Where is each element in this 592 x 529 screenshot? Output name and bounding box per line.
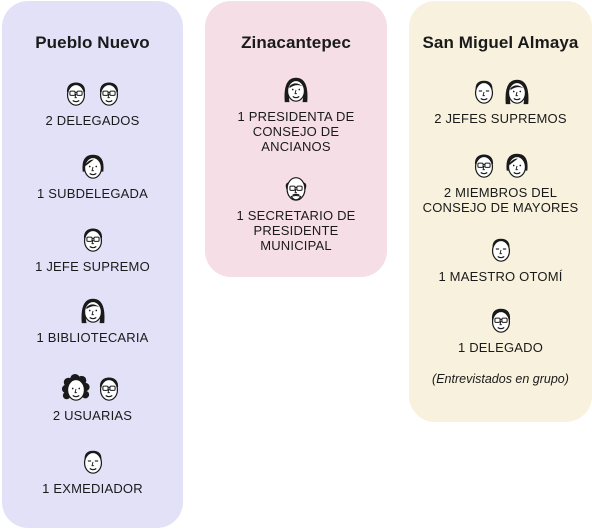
woman-bob-icon	[502, 149, 532, 181]
woman-long-hair-icon	[502, 75, 532, 107]
group-jefe-supremo: 1 JEFE SUPREMO	[2, 223, 183, 274]
woman-long-hair-icon	[78, 294, 108, 326]
group-label: 2 USUARIAS	[52, 408, 133, 423]
woman-curly-hair-icon	[61, 372, 91, 404]
group-maestro-otomi: 1 MAESTRO OTOMÍ	[409, 233, 592, 284]
group-label: 1 BIBLIOTECARIA	[36, 330, 149, 345]
group-usuarias: 2 USUARIAS	[2, 372, 183, 423]
group-bibliotecaria: 1 BIBLIOTECARIA	[2, 294, 183, 345]
man-short-hair-icon	[78, 445, 108, 477]
group-interview-note: (Entrevistados en grupo)	[432, 372, 569, 386]
group-label: 2 JEFES SUPREMOS	[434, 111, 567, 126]
man-glasses-icon	[469, 149, 499, 181]
group-label: 1 EXMEDIADOR	[42, 481, 143, 496]
group-subdelegada: 1 SUBDELEGADA	[2, 150, 183, 201]
group-delegados: 2 DELEGADOS	[2, 77, 183, 128]
group-label: 1 SECRETARIO DE PRESIDENTE MUNICIPAL	[236, 208, 356, 253]
group-label: 1 MAESTRO OTOMÍ	[438, 269, 563, 284]
group-label: 1 PRESIDENTA DE CONSEJO DE ANCIANOS	[237, 109, 355, 154]
group-label: 2 DELEGADOS	[45, 113, 140, 128]
card-title: San Miguel Almaya	[422, 33, 579, 52]
card-title: Pueblo Nuevo	[35, 33, 150, 52]
group-label: 1 SUBDELEGADA	[37, 186, 148, 201]
card-zinacantepec: Zinacantepec 1 PRESIDENTA DE CONSEJO DE …	[205, 1, 387, 277]
card-pueblo-nuevo: Pueblo Nuevo 2 DELEGADOS 1 SUBDELEGADA	[2, 1, 183, 528]
man-short-hair-icon	[486, 233, 516, 265]
woman-long-hair-icon	[281, 73, 311, 105]
group-exmediador: 1 EXMEDIADOR	[2, 445, 183, 496]
group-delegado: 1 DELEGADO	[409, 304, 592, 355]
group-label: 1 DELEGADO	[457, 340, 544, 355]
group-miembros-consejo: 2 MIEMBROS DEL CONSEJO DE MAYORES	[409, 149, 592, 215]
group-label: 1 JEFE SUPREMO	[35, 259, 150, 274]
man-glasses-icon	[61, 77, 91, 109]
card-san-miguel-almaya: San Miguel Almaya 2 JEFES SUPREMOS 2 MIE…	[409, 1, 592, 422]
woman-bob-icon	[78, 150, 108, 182]
man-glasses-icon	[78, 223, 108, 255]
man-glasses-icon	[94, 77, 124, 109]
man-side-part-icon	[486, 304, 516, 336]
group-secretario: 1 SECRETARIO DE PRESIDENTE MUNICIPAL	[205, 172, 387, 253]
man-glasses-icon	[94, 372, 124, 404]
group-jefes-supremos: 2 JEFES SUPREMOS	[409, 75, 592, 126]
man-short-hair-icon	[469, 75, 499, 107]
card-title: Zinacantepec	[241, 33, 351, 52]
bald-man-glasses-icon	[281, 172, 311, 204]
group-presidenta: 1 PRESIDENTA DE CONSEJO DE ANCIANOS	[205, 73, 387, 154]
group-label: 2 MIEMBROS DEL CONSEJO DE MAYORES	[422, 185, 579, 215]
